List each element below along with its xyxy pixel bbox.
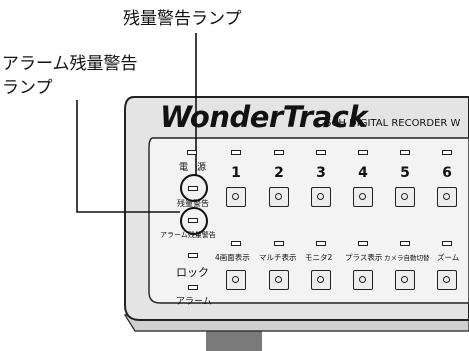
channel-2-lamp <box>274 150 284 155</box>
remain-warning-highlight-circle <box>180 174 208 202</box>
model-text: 6CH DIGITAL RECORDER W <box>325 118 461 129</box>
channel-4-lamp <box>358 150 368 155</box>
alarm-lamp <box>188 285 198 290</box>
lock-label: ロック <box>176 266 209 279</box>
alarm-remain-warning-lamp-callout-line1: アラーム残量警告 <box>2 54 138 74</box>
channel-2-button[interactable] <box>269 187 289 207</box>
channel-1-lamp <box>231 150 241 155</box>
four-screen-display-button[interactable] <box>226 270 246 290</box>
inner-bezel <box>148 137 469 304</box>
alarm-remain-warning-label: アラーム残量警告 <box>160 231 216 239</box>
alarm-label: アラーム <box>176 297 212 307</box>
channel-6-number: 6 <box>442 165 452 181</box>
channel-5-lamp <box>400 150 410 155</box>
channel-5-number: 5 <box>400 165 410 181</box>
remain-warning-lamp-callout: 残量警告ランプ <box>123 9 242 29</box>
function-5-label: カメラ自動切替 <box>384 254 430 262</box>
function-2-lamp <box>274 241 284 246</box>
channel-6-button[interactable] <box>437 187 457 207</box>
function-6-label: ズーム <box>437 253 460 262</box>
plus-display-button[interactable] <box>353 270 373 290</box>
channel-3-lamp <box>316 150 326 155</box>
function-2-label: マルチ表示 <box>259 253 297 262</box>
function-6-lamp <box>442 241 452 246</box>
stand <box>206 330 262 351</box>
function-3-lamp <box>316 241 326 246</box>
function-4-lamp <box>358 241 368 246</box>
channel-5-button[interactable] <box>395 187 415 207</box>
channel-4-number: 4 <box>358 165 368 181</box>
alarm-remain-warning-lamp <box>188 218 198 223</box>
channel-1-button[interactable] <box>226 187 246 207</box>
monitor2-button[interactable] <box>311 270 331 290</box>
camera-auto-switch-button[interactable] <box>395 270 415 290</box>
channel-6-lamp <box>442 150 452 155</box>
remain-warning-label: 残量警告 <box>177 199 209 208</box>
function-5-lamp <box>400 241 410 246</box>
power-label: 電 源 <box>179 163 207 173</box>
function-3-label: モニタ2 <box>305 253 333 262</box>
multi-display-button[interactable] <box>269 270 289 290</box>
lock-lamp <box>188 253 198 258</box>
function-4-label: プラス表示 <box>345 253 383 262</box>
alarm-remain-warning-lamp-callout-line2: ランプ <box>2 78 53 98</box>
channel-2-number: 2 <box>274 165 284 181</box>
channel-3-number: 3 <box>316 165 326 181</box>
function-1-lamp <box>231 241 241 246</box>
brand-logo: WonderTrack <box>160 100 368 134</box>
alarm-warning-highlight-circle <box>180 207 208 235</box>
channel-4-button[interactable] <box>353 187 373 207</box>
function-1-label: 4画面表示 <box>215 253 250 262</box>
channel-1-number: 1 <box>231 165 241 181</box>
channel-3-button[interactable] <box>311 187 331 207</box>
power-lamp <box>187 150 197 155</box>
left-callout-line <box>76 100 180 213</box>
zoom-button[interactable] <box>437 270 457 290</box>
remain-warning-lamp <box>188 186 198 191</box>
